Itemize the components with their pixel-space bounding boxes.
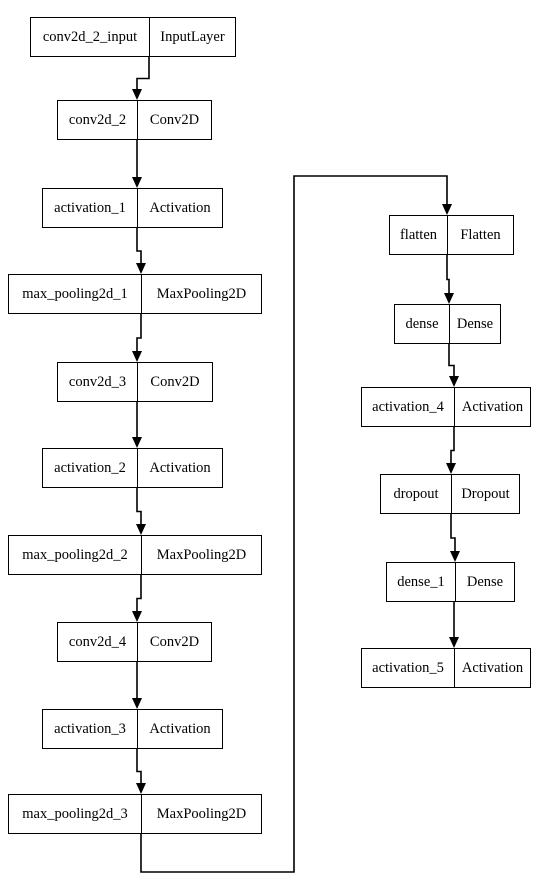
layer-name: activation_3 xyxy=(43,710,138,748)
layer-type: Activation xyxy=(149,459,211,476)
arrowhead xyxy=(444,293,454,304)
layer-node: dense_1 Dense xyxy=(386,562,515,602)
layer-node: activation_3 Activation xyxy=(42,709,223,749)
layer-name: dense_1 xyxy=(387,563,456,601)
edge-connector xyxy=(448,344,459,387)
arrowhead xyxy=(136,524,146,535)
layer-name: activation_4 xyxy=(362,388,455,426)
layer-type: Conv2D xyxy=(149,633,200,650)
arrowhead xyxy=(136,263,146,274)
edge-connector xyxy=(132,57,150,100)
layer-name: flatten xyxy=(390,216,448,254)
edge-connector xyxy=(132,402,142,448)
layer-node: conv2d_2_input InputLayer xyxy=(30,17,236,57)
layer-type: InputLayer xyxy=(160,28,225,45)
edge-connector xyxy=(132,575,142,622)
edge-connector xyxy=(140,175,452,873)
layer-node: conv2d_3 Conv2D xyxy=(57,362,213,402)
edge-connector xyxy=(132,662,142,709)
edge-connector xyxy=(132,140,142,188)
layer-type: Dropout xyxy=(461,485,510,502)
edge-connector xyxy=(136,488,146,535)
layer-node: dense Dense xyxy=(394,304,501,344)
edge-connector xyxy=(136,228,146,274)
layer-name: max_pooling2d_2 xyxy=(9,536,142,574)
layer-type: Conv2D xyxy=(149,111,200,128)
arrowhead xyxy=(446,463,456,474)
layer-name: dropout xyxy=(381,475,452,513)
layer-node: max_pooling2d_1 MaxPooling2D xyxy=(8,274,262,314)
layer-name: activation_5 xyxy=(362,649,455,687)
arrowhead xyxy=(449,376,459,387)
layer-type: Conv2D xyxy=(150,373,200,390)
edge-connector xyxy=(444,255,454,304)
layer-name: conv2d_4 xyxy=(58,623,138,661)
layer-type: Activation xyxy=(461,659,524,676)
arrowhead xyxy=(132,351,142,362)
arrowhead xyxy=(449,637,459,648)
layer-type: MaxPooling2D xyxy=(156,285,247,302)
layer-name: dense xyxy=(395,305,450,343)
layer-node: activation_2 Activation xyxy=(42,448,223,488)
arrowhead xyxy=(132,89,142,100)
edge-connector xyxy=(136,749,146,794)
edge-connector xyxy=(450,514,460,562)
layer-node: activation_5 Activation xyxy=(361,648,531,688)
arrowhead xyxy=(450,551,460,562)
layer-type: MaxPooling2D xyxy=(156,805,247,822)
layer-type: Activation xyxy=(149,720,211,737)
edges xyxy=(132,57,460,873)
layer-node: conv2d_4 Conv2D xyxy=(57,622,212,662)
arrowhead xyxy=(132,177,142,188)
arrowhead xyxy=(442,204,452,215)
layer-type: Activation xyxy=(461,398,524,415)
edge-connector xyxy=(449,602,459,648)
layer-node: dropout Dropout xyxy=(380,474,520,514)
layer-name: conv2d_2 xyxy=(58,101,138,139)
layer-node: flatten Flatten xyxy=(389,215,514,255)
layer-type: Dense xyxy=(466,573,504,590)
layer-type: Flatten xyxy=(460,226,501,243)
layer-name: max_pooling2d_3 xyxy=(9,795,142,833)
layer-name: activation_1 xyxy=(43,189,138,227)
layer-name: conv2d_2_input xyxy=(31,18,150,56)
layer-type: MaxPooling2D xyxy=(156,546,247,563)
edge-connector xyxy=(132,314,142,362)
layer-name: conv2d_3 xyxy=(58,363,138,401)
arrowhead xyxy=(136,783,146,794)
layer-node: max_pooling2d_2 MaxPooling2D xyxy=(8,535,262,575)
layer-node: activation_1 Activation xyxy=(42,188,223,228)
layer-node: max_pooling2d_3 MaxPooling2D xyxy=(8,794,262,834)
layer-name: activation_2 xyxy=(43,449,138,487)
arrowhead xyxy=(132,611,142,622)
edge-connector xyxy=(446,427,456,474)
layer-type: Activation xyxy=(149,199,211,216)
layer-node: activation_4 Activation xyxy=(361,387,531,427)
layer-name: max_pooling2d_1 xyxy=(9,275,142,313)
arrowhead xyxy=(132,437,142,448)
arrowhead xyxy=(132,698,142,709)
layer-node: conv2d_2 Conv2D xyxy=(57,100,212,140)
layer-type: Dense xyxy=(456,315,494,332)
